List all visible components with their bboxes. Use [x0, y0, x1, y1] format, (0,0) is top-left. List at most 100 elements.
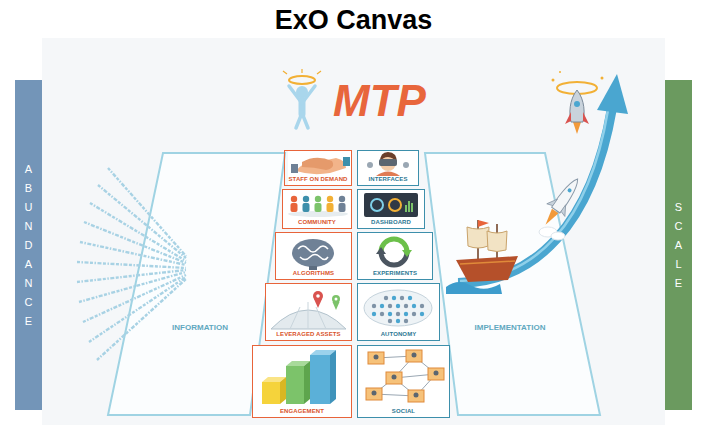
handshake-icon	[296, 158, 346, 174]
social-icon	[408, 390, 424, 402]
engagement-icon	[262, 350, 336, 404]
tile-ground	[288, 150, 352, 186]
ship	[446, 220, 518, 294]
title-box: ExO Canvas	[0, 4, 707, 36]
shuttle	[547, 196, 571, 217]
dashboard-icon	[411, 203, 413, 212]
stage-label: IMPLEMENTATION	[475, 323, 546, 333]
autonomy-icon	[388, 304, 392, 308]
attribute-tile: LEVERAGED ASSETS	[265, 283, 352, 341]
tile-label: INTERFACES	[368, 176, 407, 183]
mtp-figure	[283, 69, 321, 128]
autonomy-icon	[364, 290, 432, 326]
attribute-tile: DASHBOARD	[357, 189, 425, 229]
community-icon	[339, 196, 345, 202]
autonomy-icon	[412, 312, 416, 316]
ship	[487, 231, 507, 252]
tile-label: SOCIAL	[392, 408, 415, 415]
tile-ground	[282, 189, 352, 229]
community-icon	[339, 203, 346, 212]
social-icon	[374, 355, 379, 360]
panel-outline	[425, 153, 600, 415]
interfaces-icon	[376, 172, 400, 177]
engagement-icon	[280, 377, 286, 404]
rocket	[574, 101, 580, 107]
rocket	[570, 90, 584, 122]
brain-icon	[292, 239, 334, 267]
attribute-tile: STAFF ON DEMAND	[284, 150, 352, 186]
autonomy-icon	[396, 312, 400, 316]
engagement-icon	[262, 382, 280, 404]
shuttle	[542, 209, 558, 228]
ship	[446, 282, 502, 294]
mtp-figure	[283, 69, 321, 74]
tile-ground	[265, 283, 352, 341]
assets-icon	[290, 302, 326, 329]
engagement-icon	[310, 355, 330, 404]
side-bar: SCALE	[665, 80, 692, 410]
tile-label: ALGORITHMS	[293, 270, 334, 277]
canvas-ground	[42, 38, 665, 425]
mtp-figure	[289, 76, 315, 84]
social-icon	[372, 391, 377, 396]
tile-ground	[252, 150, 450, 418]
data-stream	[77, 270, 186, 282]
community-icon	[327, 196, 333, 202]
tile-ground	[357, 283, 440, 341]
growth-arrow	[597, 74, 628, 114]
social-icon	[372, 353, 439, 398]
community-icon	[303, 196, 309, 202]
growth-arrow	[460, 110, 608, 281]
social-icon	[406, 350, 422, 362]
community-icon	[315, 203, 322, 212]
social-icon	[412, 353, 417, 358]
community-icon	[291, 196, 297, 202]
side-label: SCALE	[673, 198, 684, 293]
assets-icon	[335, 298, 338, 301]
tile-label: EXPERIMENTS	[373, 270, 417, 277]
interfaces-icon	[367, 152, 409, 176]
brain-icon	[309, 266, 317, 270]
attribute-tile: ALGORITHMS	[275, 232, 352, 280]
mtp-figure	[289, 86, 315, 103]
assets-icon	[271, 291, 346, 329]
engagement-icon	[286, 366, 304, 404]
tile-ground	[357, 150, 419, 186]
diagram-title: ExO Canvas	[275, 4, 433, 36]
stage-label: INFORMATION	[172, 323, 228, 333]
community-icon	[303, 203, 310, 212]
brain-icon	[298, 246, 328, 252]
attribute-tile: ENGAGEMENT	[252, 345, 352, 418]
autonomy-icon	[396, 319, 400, 323]
engagement-icon	[330, 350, 336, 404]
autonomy-icon	[404, 304, 408, 308]
autonomy-icon	[420, 312, 424, 316]
side-bar: ABUNDANCE	[15, 80, 42, 410]
tile-label: DASHBOARD	[371, 219, 411, 226]
autonomy-icon	[364, 290, 432, 326]
handshake-icon	[302, 158, 333, 170]
growth-arrow	[458, 74, 628, 283]
social-icon	[366, 350, 444, 402]
autonomy-icon	[408, 296, 412, 300]
mtp-label: MTP	[333, 79, 426, 123]
tile-ground	[357, 345, 450, 418]
data-stream	[77, 262, 186, 268]
interfaces-icon	[403, 162, 409, 168]
social-icon	[414, 393, 419, 398]
autonomy-icon	[400, 296, 404, 300]
brain-icon	[292, 239, 334, 270]
attribute-tile: EXPERIMENTS	[357, 232, 433, 280]
ship	[478, 220, 489, 227]
mtp-figure	[296, 113, 308, 128]
social-icon	[428, 368, 444, 380]
autonomy-icon	[420, 304, 424, 308]
autonomy-icon	[404, 312, 408, 316]
autonomy-icon	[404, 319, 408, 323]
autonomy-icon	[372, 304, 376, 308]
autonomy-icon	[384, 296, 388, 300]
rocket	[559, 71, 561, 73]
attribute-tile: AUTONOMY	[357, 283, 440, 341]
handshake-icon	[343, 157, 350, 166]
dashboard-icon	[408, 201, 410, 212]
